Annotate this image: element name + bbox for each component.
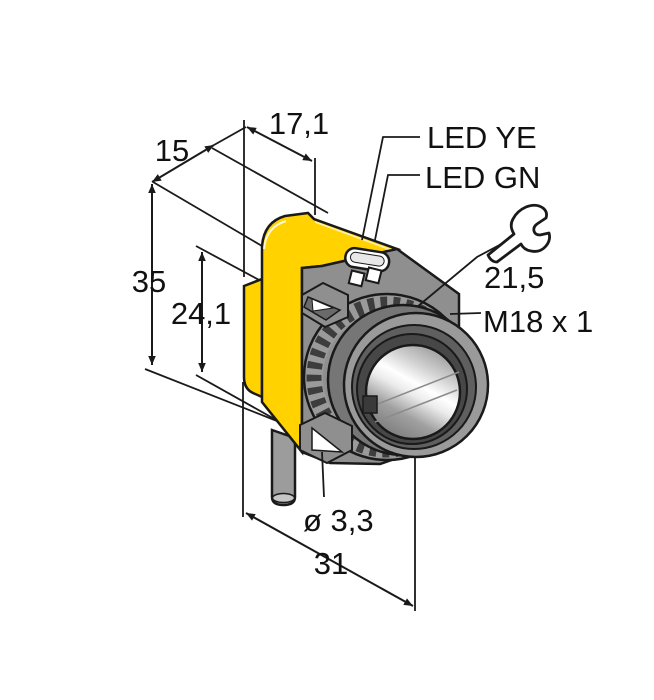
mounting-hole-notch — [311, 426, 345, 453]
hole-diameter-label: ø 3,3 — [303, 503, 374, 538]
led-indicator-yellow — [347, 269, 366, 288]
dim-line-15-tail — [213, 126, 247, 146]
dim-15-label: 15 — [155, 133, 189, 168]
leader-m18 — [449, 312, 482, 315]
housing-rear-flange — [242, 277, 264, 399]
ext-line-15-front — [211, 147, 329, 214]
ext-line-15-corner — [152, 181, 263, 247]
housing-highlight — [263, 220, 287, 250]
lens-reflection-line-1 — [369, 371, 460, 408]
led-window — [344, 246, 391, 273]
lens-reflection-line-2 — [374, 389, 458, 423]
bezel-notch — [362, 395, 378, 414]
lens — [364, 343, 462, 441]
dim-line-17-1 — [246, 126, 313, 162]
leader-hole-diameter — [321, 451, 325, 498]
led-gn-label: LED GN — [425, 160, 540, 195]
top-mounting-ear — [301, 281, 349, 329]
dim-35-label: 35 — [132, 264, 166, 299]
cable-end-cap — [271, 492, 296, 504]
dim-17-1-label: 17,1 — [269, 106, 329, 141]
wrench-icon — [486, 203, 551, 264]
sensor-body — [242, 211, 490, 507]
dim-24-1-label: 24,1 — [171, 296, 231, 331]
dim-line-31 — [245, 512, 414, 607]
ext-line-24-1-top — [195, 245, 262, 282]
leader-led-ye — [361, 136, 420, 241]
extension-lines — [144, 120, 416, 611]
wrench-size-label: 21,5 — [484, 260, 544, 295]
dimension-lines — [148, 126, 414, 607]
bottom-mounting-ear — [299, 411, 353, 465]
led-indicator-green — [364, 266, 383, 285]
dim-line-15 — [151, 144, 215, 183]
ext-line-35-bottom — [144, 368, 278, 422]
leader-led-gn — [374, 174, 420, 241]
thread-label: M18 x 1 — [483, 304, 593, 339]
led-ye-label: LED YE — [427, 120, 537, 155]
dim-31-label: 31 — [314, 546, 348, 581]
housing-top-edge-highlight — [314, 221, 395, 252]
labels: 17,1 15 35 24,1 LED YE LED GN 21,5 M18 x… — [132, 106, 594, 581]
